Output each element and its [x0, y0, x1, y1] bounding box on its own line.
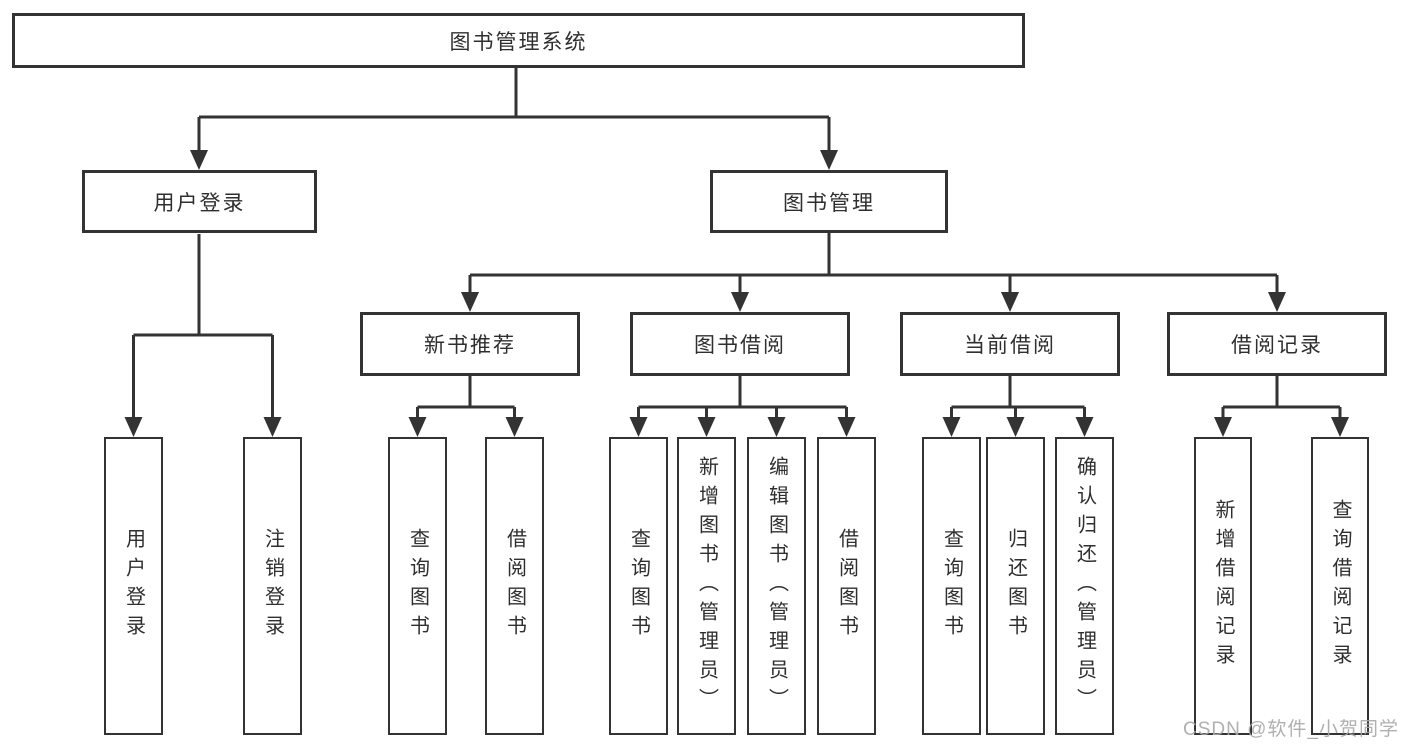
leaf-label: 新增借阅记录 [1212, 499, 1234, 673]
leaf-label: 查询图书 [627, 528, 650, 644]
leaf-label: 编辑图书（管理员） [765, 455, 788, 717]
leaf-label: 归还图书 [1004, 528, 1027, 644]
arrowhead-icons [124, 150, 1349, 437]
leaf-label: 确认归还（管理员） [1073, 455, 1096, 717]
leaf-label: 查询图书 [940, 528, 963, 644]
leaf-add-borrow-record: 新增借阅记录 [1194, 437, 1252, 735]
watermark: CSDN @软件_小贺同学 [1183, 719, 1399, 740]
leaf-label: 注销登录 [261, 528, 284, 644]
leaf-query-borrow-record: 查询借阅记录 [1311, 437, 1369, 735]
node-root-system: 图书管理系统 [12, 13, 1025, 68]
leaf-logout-login: 注销登录 [243, 437, 302, 735]
leaf-confirm-return-admin: 确认归还（管理员） [1055, 437, 1114, 735]
connector-paths [132, 68, 1342, 423]
node-book-borrow: 图书借阅 [630, 312, 850, 376]
leaf-label: 用户登录 [122, 528, 145, 644]
node-borrow-records: 借阅记录 [1167, 312, 1387, 376]
node-user-login: 用户登录 [82, 170, 317, 233]
leaf-borrow-books-recommend: 借阅图书 [485, 437, 544, 735]
leaf-user-login: 用户登录 [104, 437, 163, 735]
leaf-add-books-admin: 新增图书（管理员） [677, 437, 736, 735]
leaf-edit-books-admin: 编辑图书（管理员） [747, 437, 806, 735]
node-new-book-recommend: 新书推荐 [360, 312, 580, 376]
leaf-label: 查询图书 [406, 528, 429, 644]
leaf-query-books-current: 查询图书 [922, 437, 981, 735]
leaf-query-books-borrow: 查询图书 [609, 437, 668, 735]
leaf-label: 查询借阅记录 [1329, 499, 1351, 673]
leaf-label: 借阅图书 [835, 528, 858, 644]
leaf-borrow-books-borrow: 借阅图书 [817, 437, 876, 735]
leaf-label: 借阅图书 [503, 528, 526, 644]
leaf-query-books-recommend: 查询图书 [388, 437, 447, 735]
leaf-return-books: 归还图书 [986, 437, 1045, 735]
node-current-borrow: 当前借阅 [900, 312, 1120, 376]
leaf-label: 新增图书（管理员） [695, 455, 718, 717]
node-book-management: 图书管理 [710, 170, 948, 233]
